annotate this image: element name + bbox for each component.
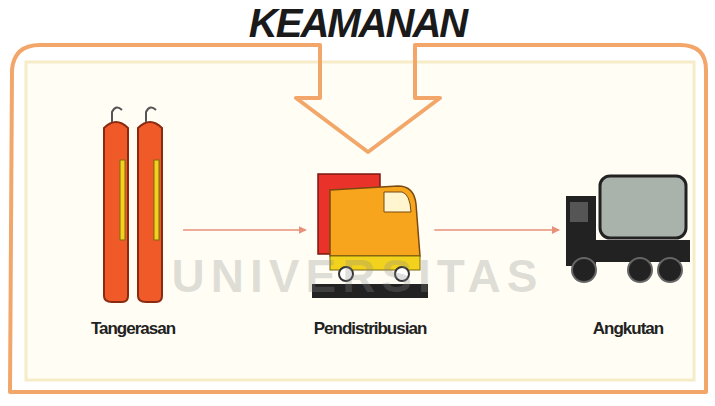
security-frame — [10, 45, 706, 392]
illustrated-step: Tangerasan — [87, 116, 179, 340]
inner-panel — [26, 62, 694, 380]
tanker-truck — [566, 176, 690, 282]
flow-arrow — [183, 229, 306, 231]
step-label: Pendistribusian — [310, 318, 431, 340]
diagram-title: KEAMANAN — [0, 0, 715, 46]
step-label: Tangerasan — [87, 318, 179, 340]
illustrated-step: Pendistribusian — [310, 170, 431, 340]
gas-cylinders — [104, 107, 162, 302]
step-label: Angkutan — [563, 318, 693, 340]
flow-arrow — [434, 229, 559, 231]
illustrated-step: Angkutan — [563, 172, 693, 340]
watermark: UNIVERSITAS — [0, 250, 715, 302]
